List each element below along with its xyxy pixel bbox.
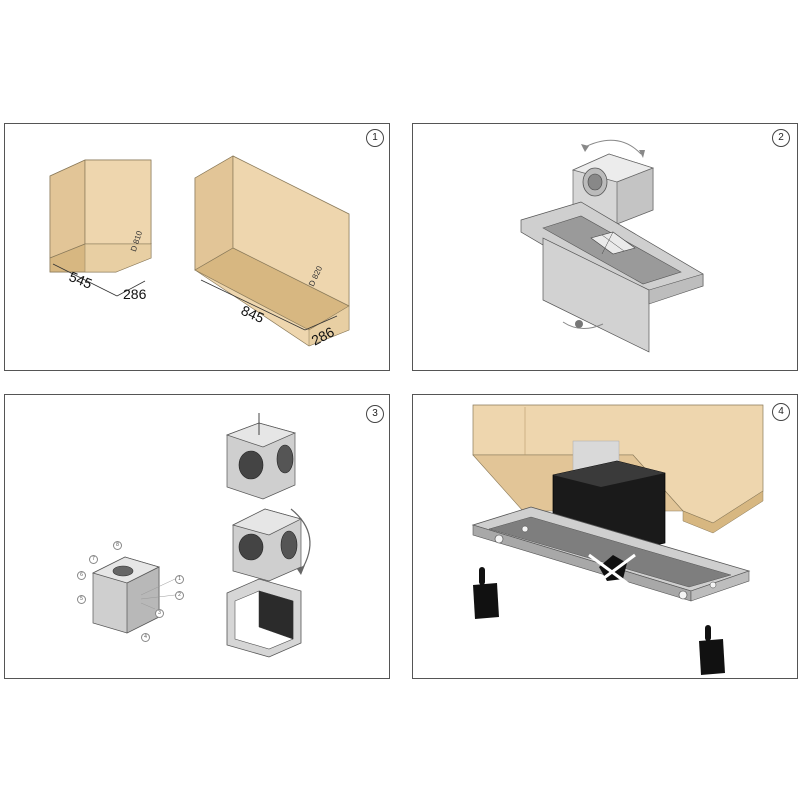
fan-icon — [238, 533, 264, 561]
callout-4: 4 — [141, 633, 150, 642]
hood-body — [520, 201, 704, 353]
knob-icon — [575, 320, 583, 328]
dim-line-depth — [116, 280, 146, 297]
callout-1: 1 — [175, 575, 184, 584]
fan-icon — [238, 450, 264, 480]
dim-line-width — [52, 263, 118, 297]
panel-step-2: 2 — [412, 123, 798, 371]
rotation-arrow-icon — [582, 139, 642, 155]
light-icon — [678, 590, 688, 600]
rotating-motor-unit — [232, 508, 311, 582]
panel-step-1: 1 D 810 545 286 D 820 845 286 — [4, 123, 390, 371]
open-box-frame — [226, 578, 302, 658]
hand-push-icon — [699, 625, 725, 675]
rotation-arrow-icon — [290, 508, 311, 572]
step-number-badge: 3 — [366, 405, 384, 423]
hood-plate — [471, 506, 751, 602]
callout-5: 5 — [77, 595, 86, 604]
cabinet-d820 — [194, 155, 350, 347]
motor-unit — [225, 413, 297, 500]
cabinet-dimension-illustration — [49, 155, 350, 347]
cabinet-d810 — [49, 159, 152, 297]
motor-box-assembly-illustration — [92, 413, 311, 658]
step-number-badge: 2 — [772, 129, 790, 147]
panel-step-4: 4 — [412, 394, 798, 679]
hand-push-icon — [473, 567, 499, 619]
hood-installation-illustration — [471, 404, 764, 675]
hood-motor-rotation-illustration — [520, 139, 704, 353]
dim-line-width — [200, 279, 306, 331]
dim-line-depth — [304, 315, 338, 331]
step-number-badge: 4 — [772, 403, 790, 421]
panel-step-3: 3 — [4, 394, 390, 679]
light-icon — [494, 534, 504, 544]
step-number-badge: 1 — [366, 129, 384, 147]
callout-3: 3 — [155, 609, 164, 618]
assembled-motor-box — [92, 556, 176, 634]
dimension-depth-d810: 286 — [123, 286, 147, 302]
do-not-touch-icon — [588, 553, 636, 591]
callout-8: 8 — [113, 541, 122, 550]
callout-6: 6 — [77, 571, 86, 580]
light-icon — [709, 581, 717, 589]
callout-2: 2 — [175, 591, 184, 600]
light-icon — [521, 525, 529, 533]
front-panel — [542, 237, 650, 353]
callout-7: 7 — [89, 555, 98, 564]
